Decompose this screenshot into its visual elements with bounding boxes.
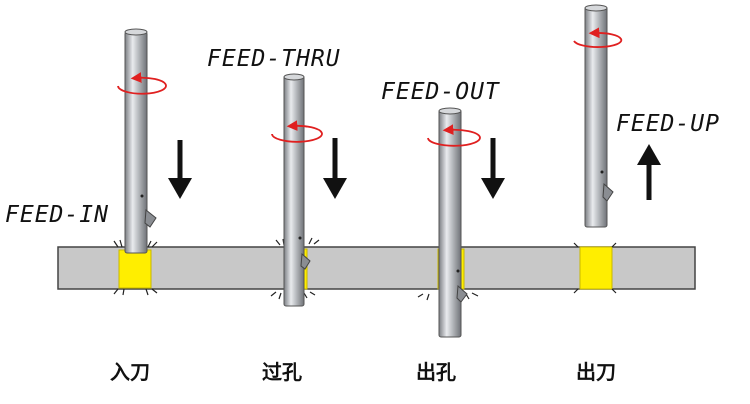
boring-tool-feed-up	[584, 4, 614, 228]
feed-arrow-down-2	[323, 138, 347, 199]
stage-label-retract: 出刀	[576, 360, 616, 384]
feed-arrow-down-3	[481, 138, 505, 199]
phase-label-feed-in: FEED-IN	[5, 202, 109, 228]
phase-label-feed-out: FEED-OUT	[381, 79, 500, 105]
burr-marks	[113, 237, 617, 301]
rotation-arrows	[117, 27, 623, 147]
bore-hole-entry	[118, 249, 152, 289]
stage-label-exit: 出孔	[416, 360, 456, 384]
feed-arrow-down-1	[168, 140, 192, 199]
stage-label-entry: 入刀	[110, 360, 150, 384]
boring-tool-feed-in	[124, 28, 157, 254]
stage-label-through: 过孔	[262, 360, 302, 384]
phase-label-feed-thru: FEED-THRU	[207, 46, 341, 72]
bore-hole-retract	[579, 246, 613, 290]
phase-label-feed-up: FEED-UP	[616, 111, 720, 137]
boring-tool-feed-out	[438, 107, 468, 338]
boring-tool-feed-thru	[283, 73, 311, 307]
feed-arrow-up	[637, 144, 661, 200]
